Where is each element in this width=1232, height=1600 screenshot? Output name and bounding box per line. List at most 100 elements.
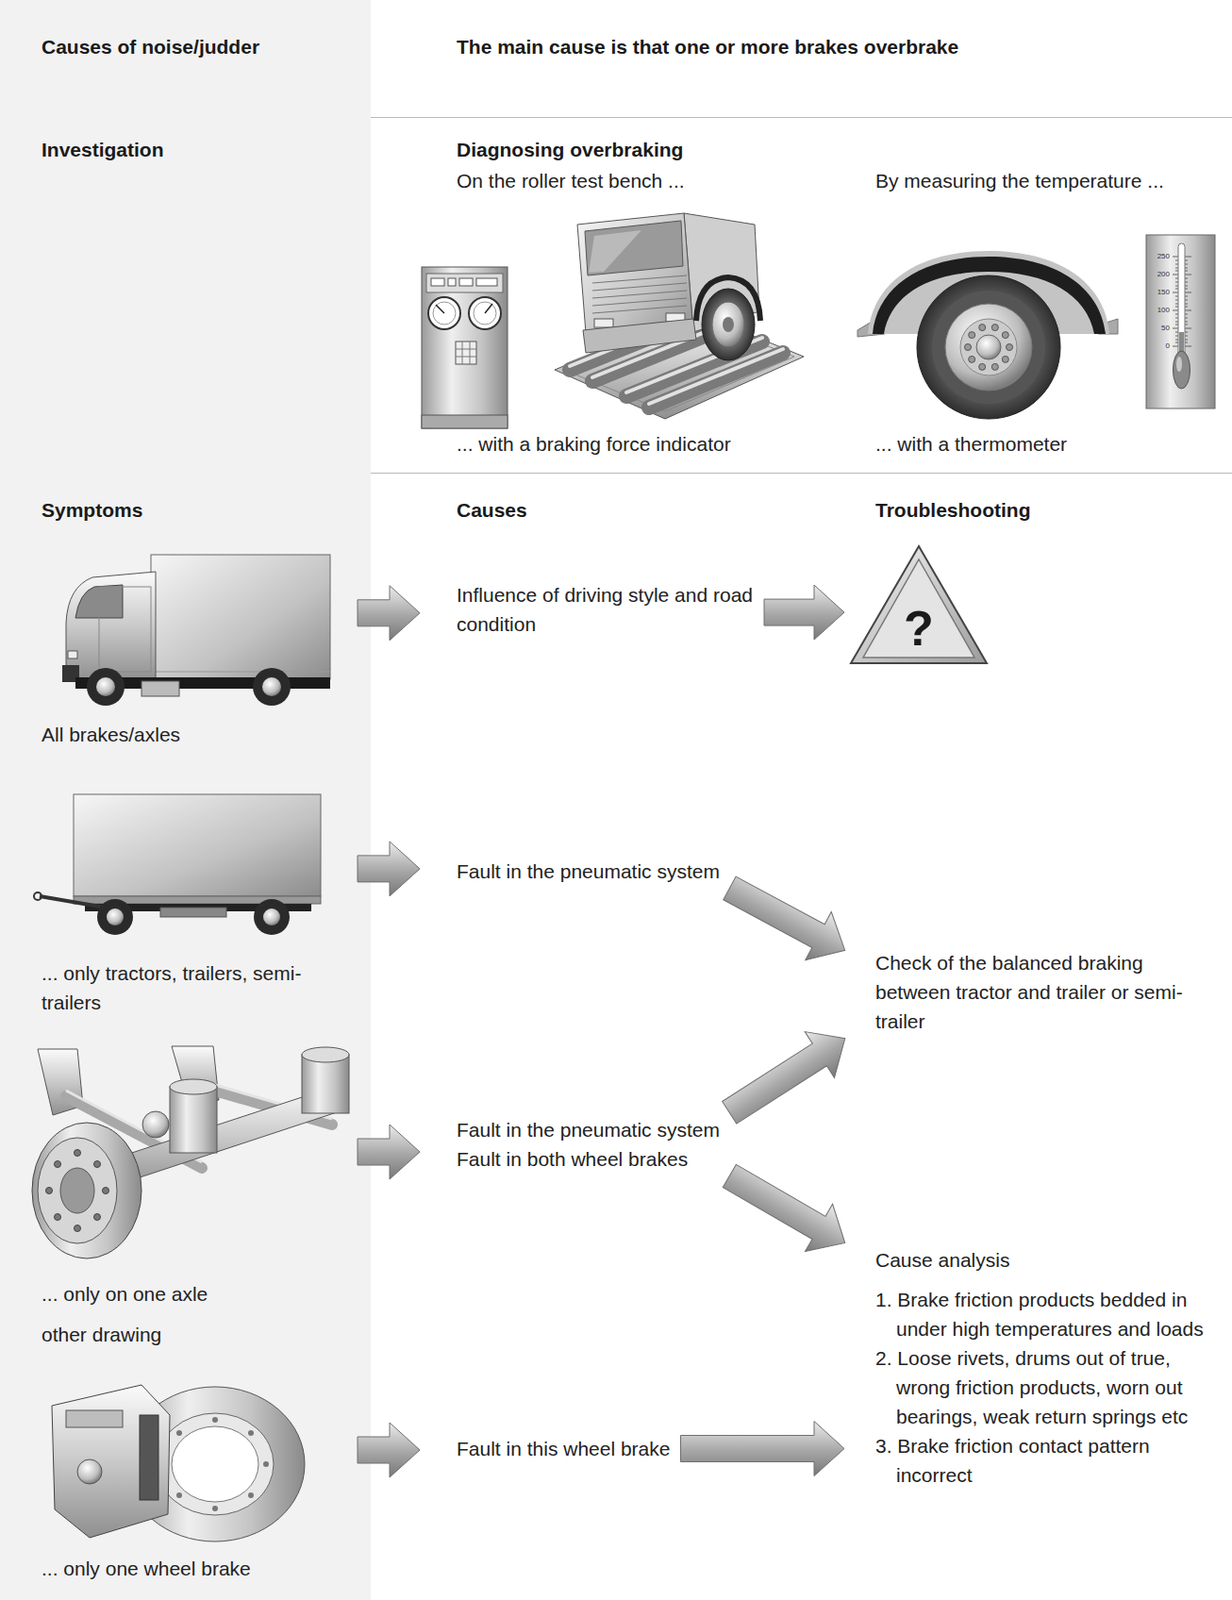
wheel-illustration-part-part bbox=[1001, 332, 1009, 339]
wheel-illustration-part-part bbox=[991, 324, 999, 332]
thermometer-part bbox=[1146, 234, 1216, 409]
wheel-illustration-part-part bbox=[1006, 344, 1014, 351]
disc-brake-illustration-part-part bbox=[176, 1492, 183, 1499]
symptom-caption: ... only on one axle bbox=[41, 1279, 353, 1309]
braking-force-indicator-part bbox=[469, 341, 471, 365]
cause-text: Fault in this wheel brake bbox=[424, 1433, 676, 1464]
disc-brake-illustration-part bbox=[66, 1410, 123, 1428]
scale-number: 0 bbox=[1150, 341, 1170, 351]
braking-force-indicator-part bbox=[426, 273, 503, 293]
block-arrow bbox=[357, 841, 420, 897]
axle-illustration-part bbox=[169, 1086, 217, 1153]
disc-brake-illustration-part bbox=[156, 1413, 274, 1516]
warning-triangle: ? bbox=[849, 544, 989, 666]
truck-illustration-part bbox=[99, 586, 151, 672]
disc-brake-illustration-part-part bbox=[248, 1492, 254, 1499]
block-arrow-shape bbox=[715, 1015, 861, 1135]
wheel-illustration-part bbox=[932, 290, 1046, 404]
disc-brake-illustration-part-part bbox=[248, 1430, 254, 1436]
column-heading: Causes of noise/judder bbox=[41, 32, 260, 62]
method-caption: ... with a braking force indicator bbox=[456, 429, 732, 459]
roller-test-bench-part bbox=[701, 288, 755, 361]
symptom-item: ... only one wheel brake bbox=[37, 1377, 353, 1583]
method-text: On the roller test bench ... bbox=[456, 166, 685, 196]
block-arrow-shape bbox=[716, 864, 859, 975]
disc-brake-illustration-part-part bbox=[176, 1430, 183, 1436]
thermometer bbox=[1146, 234, 1216, 409]
wheel-illustration-part-part bbox=[968, 355, 976, 363]
block-arrow bbox=[716, 864, 859, 975]
node-text: Fault in the pneumatic system bbox=[456, 856, 720, 886]
axle-illustration-part-part bbox=[94, 1161, 101, 1168]
wheel-illustration-part bbox=[965, 324, 1014, 371]
roller-test-bench-part bbox=[594, 318, 614, 328]
wheel-illustration-part-part bbox=[979, 363, 986, 370]
trailer-illustration-part bbox=[97, 899, 134, 935]
disc-brake-illustration-part bbox=[161, 1416, 269, 1512]
axle-illustration-part-part bbox=[54, 1161, 62, 1168]
truck-illustration-part bbox=[150, 671, 331, 673]
disc-brake-illustration-part bbox=[139, 1415, 159, 1500]
braking-force-indicator-part bbox=[428, 297, 461, 330]
symptom-caption: ... only tractors, trailers, semi-traile… bbox=[41, 958, 353, 1017]
symptom-caption: All brakes/axles bbox=[41, 719, 353, 750]
axle-illustration-part-part bbox=[74, 1225, 82, 1232]
node-text: Check of the balanced braking between tr… bbox=[875, 948, 1197, 1036]
thermometer-part bbox=[1173, 350, 1191, 389]
roller-test-bench-part bbox=[649, 352, 783, 408]
scale-number: 150 bbox=[1150, 287, 1170, 298]
roller-test-bench-part bbox=[722, 316, 734, 333]
axle-illustration-part bbox=[301, 1047, 350, 1063]
braking-force-indicator-part bbox=[421, 266, 508, 429]
node-text: Fault in both wheel brakes bbox=[456, 1144, 720, 1174]
axle-illustration-part-part bbox=[102, 1187, 110, 1195]
trailer-illustration-part bbox=[106, 908, 124, 926]
truck-illustration bbox=[62, 554, 331, 706]
roller-test-bench-part bbox=[592, 275, 687, 284]
roller-test-bench-part bbox=[592, 283, 687, 291]
axle-illustration-part bbox=[46, 1149, 110, 1232]
scale-number: 100 bbox=[1150, 305, 1170, 316]
roller-test-bench-part bbox=[592, 298, 687, 306]
axle-illustration-part bbox=[60, 1167, 95, 1214]
block-arrow bbox=[715, 1151, 860, 1266]
symptom-caption: ... only one wheel brake bbox=[41, 1553, 353, 1583]
axle-illustration-part bbox=[169, 1079, 217, 1095]
truck-illustration-part bbox=[67, 650, 78, 659]
wheel-illustration-part-part bbox=[965, 344, 972, 351]
braking-force-indicator-part bbox=[431, 278, 445, 286]
braking-force-indicator-part bbox=[455, 356, 477, 358]
braking-force-indicator-part bbox=[421, 415, 508, 429]
symptom-note: other drawing bbox=[41, 1319, 353, 1349]
block-arrow-shape bbox=[357, 585, 420, 641]
method-text: By measuring the temperature ... bbox=[875, 166, 1165, 196]
block-arrow bbox=[357, 585, 420, 641]
braking-force-indicator-part bbox=[455, 349, 477, 350]
wheel-illustration-part bbox=[916, 275, 1061, 419]
axle-illustration-part-part bbox=[54, 1214, 62, 1221]
truck-illustration-part bbox=[96, 677, 116, 697]
node-text: Fault in this wheel brake bbox=[456, 1433, 670, 1464]
node-text: Influence of driving style and road cond… bbox=[456, 580, 754, 639]
braking-force-indicator-part bbox=[462, 341, 464, 365]
scale-number: 250 bbox=[1150, 251, 1170, 262]
roller-test-bench-part bbox=[582, 318, 697, 353]
braking-force-indicator-part bbox=[448, 278, 456, 286]
row-heading: Symptoms bbox=[41, 495, 143, 525]
truck-illustration-part bbox=[66, 571, 156, 682]
axle-illustration-part bbox=[37, 1137, 117, 1244]
symptom-item: All brakes/axles bbox=[37, 551, 353, 750]
main-cause-heading: The main cause is that one or more brake… bbox=[456, 32, 959, 62]
method-caption: ... with a thermometer bbox=[875, 429, 1067, 459]
braking-force-indicator-part bbox=[432, 301, 456, 325]
block-arrow-shape bbox=[357, 1124, 420, 1180]
braking-force-indicator bbox=[421, 266, 508, 429]
braking-force-indicator-part bbox=[468, 297, 501, 330]
truck-illustration-part bbox=[141, 681, 180, 697]
truck-illustration-part bbox=[150, 554, 331, 680]
wheel-illustration-part bbox=[960, 318, 1017, 376]
column-heading: Causes bbox=[456, 495, 528, 525]
block-arrow-shape bbox=[715, 1151, 860, 1266]
braking-force-indicator-part bbox=[435, 304, 445, 314]
